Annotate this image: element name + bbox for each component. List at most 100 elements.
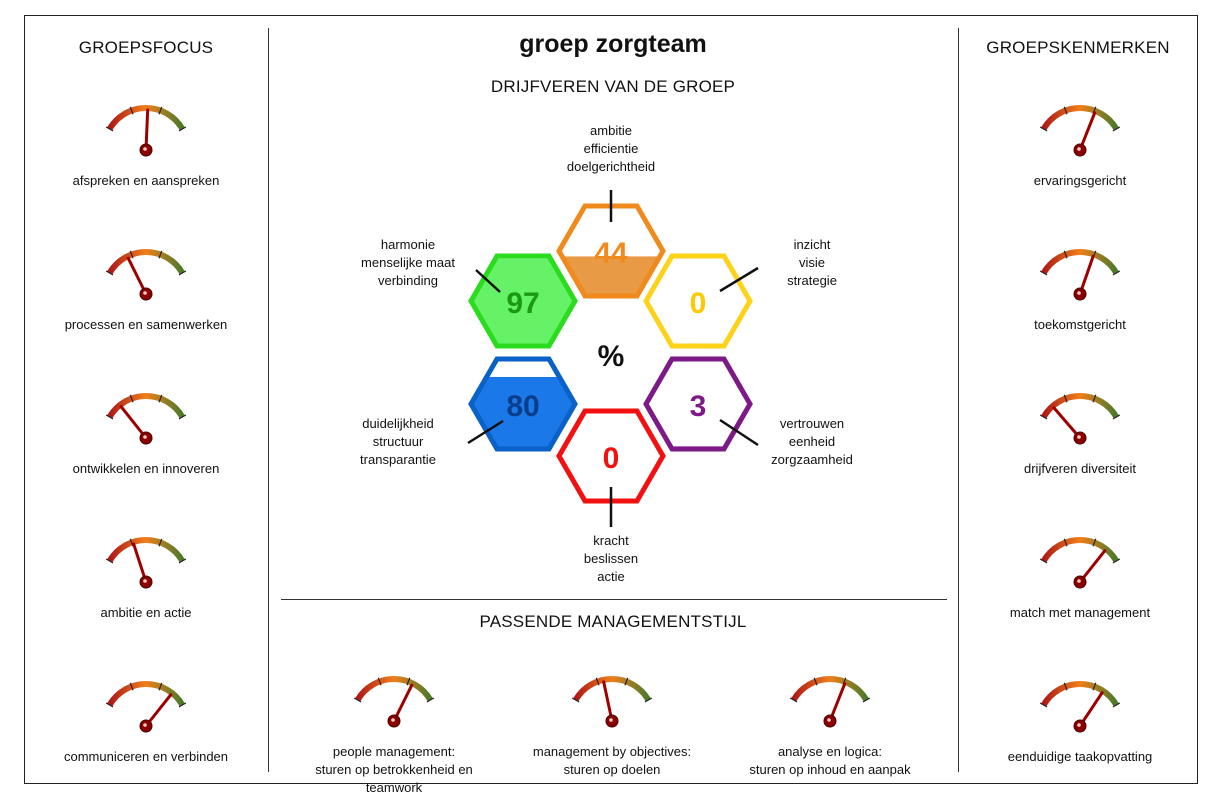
gauge-scale-arc bbox=[791, 676, 869, 702]
gauge-label-line: sturen op inhoud en aanpak bbox=[749, 762, 911, 777]
gauge-tick bbox=[158, 394, 163, 403]
gauge-tick bbox=[129, 394, 134, 403]
gauge-label: afspreken en aanspreken bbox=[46, 172, 246, 190]
gauge-label: match met management bbox=[980, 604, 1180, 622]
gauge-scale-arc bbox=[1041, 537, 1119, 563]
gauge-tick bbox=[129, 682, 134, 691]
gauge-widget: toekomstgericht bbox=[980, 236, 1180, 334]
connector-green bbox=[475, 269, 501, 293]
gauge-widget: drijfveren diversiteit bbox=[980, 380, 1180, 478]
drijfveer-label-line: duidelijkheid bbox=[362, 416, 434, 431]
gauge-label-line: management by objectives: bbox=[532, 744, 692, 759]
gauge-scale-arc bbox=[573, 676, 651, 702]
gauge-widget: management by objectives: sturen op doele… bbox=[512, 663, 712, 779]
hex-value-red: 0 bbox=[603, 442, 620, 475]
drijfveer-label-line: ambitie bbox=[590, 123, 632, 138]
gauge-label: ambitie en actie bbox=[46, 604, 246, 622]
gauge-widget: analyse en logica:sturen op inhoud en aa… bbox=[730, 663, 930, 779]
gauge-needle bbox=[602, 680, 614, 723]
gauge-tick bbox=[624, 677, 629, 686]
hex-value-green: 97 bbox=[506, 287, 539, 320]
gauge-scale-arc bbox=[1041, 681, 1119, 707]
hexagon-blue bbox=[468, 356, 578, 452]
gauge-widget: processen en samenwerken bbox=[46, 236, 246, 334]
gauge-icon bbox=[1039, 105, 1121, 157]
gauge-tick bbox=[1039, 270, 1048, 276]
gauge-tick bbox=[813, 677, 818, 686]
gauge-tick bbox=[105, 558, 114, 564]
gauge-tick bbox=[105, 414, 114, 420]
connector-blue bbox=[467, 419, 504, 445]
gauge-tick bbox=[1063, 394, 1068, 403]
gauge-label: analyse en logica:sturen op inhoud en aa… bbox=[730, 743, 930, 779]
gauge-scale-arc bbox=[107, 105, 185, 131]
hex-value-blue: 80 bbox=[506, 390, 539, 423]
gauge-tick bbox=[426, 697, 435, 703]
gauge-tick bbox=[406, 677, 411, 686]
gauge-label-line: match met management bbox=[1009, 605, 1151, 620]
page-frame bbox=[24, 15, 1198, 784]
gauge-tick bbox=[644, 697, 653, 703]
gauge-scale-arc bbox=[355, 676, 433, 702]
gauge-label: processen en samenwerken bbox=[46, 316, 246, 334]
gauge-label: ontwikkelen en innoveren bbox=[46, 460, 246, 478]
gauge-needle bbox=[119, 405, 148, 440]
gauge-scale-arc bbox=[107, 537, 185, 563]
gauge-widget: ontwikkelen en innoveren bbox=[46, 380, 246, 478]
drijfveren-heading: DRIJFVEREN VAN DE GROEP bbox=[490, 77, 736, 96]
gauge-tick bbox=[105, 270, 114, 276]
gauge-scale-arc bbox=[1041, 393, 1119, 419]
left-divider bbox=[268, 28, 269, 772]
gauge-tick bbox=[158, 250, 163, 259]
gauge-icon bbox=[105, 393, 187, 445]
gauge-icon bbox=[1039, 681, 1121, 733]
gauge-widget: ambitie en actie bbox=[46, 524, 246, 622]
gauge-tick bbox=[1092, 682, 1097, 691]
gauge-tick bbox=[1112, 126, 1121, 132]
gauge-label: eenduidige taakopvatting bbox=[980, 748, 1180, 766]
gauge-tick bbox=[1112, 270, 1121, 276]
gauge-tick bbox=[1063, 682, 1068, 691]
gauge-tick bbox=[105, 126, 114, 132]
gauge-label-line: processen en samenwerken bbox=[64, 317, 228, 332]
gauge-scale-arc bbox=[1041, 105, 1119, 131]
drijfveer-label-line: menselijke maat bbox=[361, 255, 455, 270]
gauge-icon bbox=[1039, 249, 1121, 301]
drijfveer-label-line: structuur bbox=[372, 434, 424, 449]
hex-value-yellow: 0 bbox=[690, 287, 707, 320]
gauge-widget: match met management bbox=[980, 524, 1180, 622]
gauge-tick bbox=[178, 414, 187, 420]
drijfveer-label-line: eenheid bbox=[788, 434, 836, 449]
gauge-tick bbox=[1112, 414, 1121, 420]
gauge-tick bbox=[1112, 702, 1121, 708]
gauge-tick bbox=[353, 697, 362, 703]
drijfveer-label-line: strategie bbox=[787, 273, 837, 288]
gauge-label-line: people management: bbox=[332, 744, 456, 759]
gauge-tick bbox=[571, 697, 580, 703]
gauge-tick bbox=[178, 702, 187, 708]
gauge-label-line: ontwikkelen en innoveren bbox=[72, 461, 220, 476]
drijfveer-label-line: visie bbox=[798, 255, 825, 270]
gauge-icon bbox=[1039, 393, 1121, 445]
gauge-needle bbox=[132, 542, 148, 584]
connector-yellow bbox=[719, 266, 759, 293]
gauge-tick bbox=[178, 126, 187, 132]
gauge-widget: afspreken en aanspreken bbox=[46, 92, 246, 190]
gauge-tick bbox=[1092, 538, 1097, 547]
hexagon-green bbox=[468, 253, 578, 349]
gauge-label: people management:sturen op betrokkenhei… bbox=[294, 743, 494, 797]
gauge-tick bbox=[1063, 250, 1068, 259]
gauge-label-line: ervaringsgericht bbox=[1033, 173, 1127, 188]
gauge-needle bbox=[828, 682, 847, 723]
gauge-label: communiceren en verbinden bbox=[46, 748, 246, 766]
percent-symbol: % bbox=[598, 340, 625, 373]
drijfveer-label-line: beslissen bbox=[583, 551, 639, 566]
managementstijl-heading: PASSENDE MANAGEMENTSTIJL bbox=[479, 612, 747, 631]
gauge-label-line: sturen op doelen bbox=[563, 762, 661, 777]
gauge-tick bbox=[377, 677, 382, 686]
hexagon-yellow bbox=[643, 253, 753, 349]
